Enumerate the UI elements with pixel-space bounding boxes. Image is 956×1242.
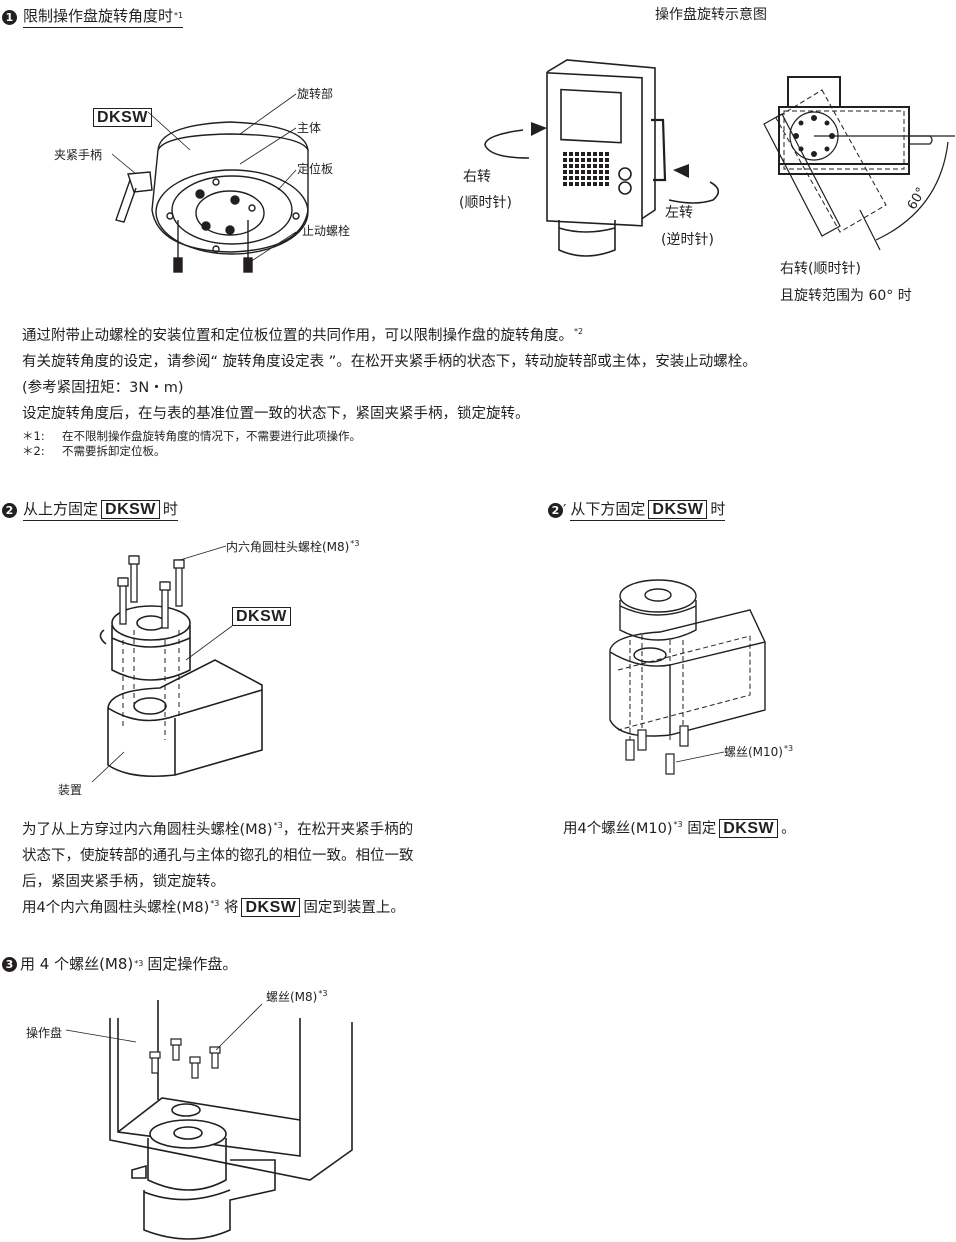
paragraph: (参考紧固扭矩：3N・m)	[22, 380, 184, 396]
step-number-badge: 2	[548, 502, 563, 518]
section3-heading: 3 用 4 个螺丝(M8)*3 固定操作盘。	[2, 954, 237, 974]
operating-panel-drawing	[484, 59, 720, 257]
section1-heading: 1 限制操作盘旋转角度时 *1	[2, 6, 184, 28]
label-socket-head-bolt-m8: 内六角圆柱头螺栓(M8)*3	[226, 539, 360, 555]
rotation-angle-figure: 60° 右转(顺时针) 且旋转范围为 60° 时	[760, 40, 956, 310]
rotary-unit-figure: DKSW 旋转部 主体 定位板 夹紧手柄 止动螺栓	[40, 80, 380, 280]
dksw-product-tag: DKSW	[232, 607, 291, 626]
paragraph: 为了从上方穿过内六角圆柱头螺栓(M8)*3，在松开夹紧手柄的	[22, 821, 414, 838]
label-main-body: 主体	[297, 121, 322, 135]
paragraph: 通过附带止动螺栓的安装位置和定位板位置的共同作用，可以限制操作盘的旋转角度。*2	[22, 327, 584, 344]
section2-heading: 2 从上方固定 DKSW 时	[2, 499, 178, 521]
footnote: ＊2:不需要拆卸定位板。	[22, 444, 166, 458]
label-left-turn-counterclockwise: (逆时针)	[661, 232, 714, 248]
dksw-product-tag: DKSW	[241, 898, 301, 917]
label-screw-m8: 螺丝(M8)*3	[266, 989, 328, 1005]
step-number-badge: 2	[2, 502, 17, 518]
rotation-diagram-caption: 操作盘旋转示意图	[655, 7, 767, 23]
paragraph: 设定旋转角度后，在与表的基准位置一致的状态下，紧固夹紧手柄，锁定旋转。	[22, 406, 530, 422]
bottom-mount-figure: 螺丝(M10)*3	[600, 540, 840, 780]
step-number-badge: 3	[2, 956, 17, 972]
section3-title: 用 4 个螺丝(M8)	[20, 955, 134, 973]
step-number-badge: 1	[2, 9, 17, 25]
paragraph: 有关旋转角度的设定，请参阅“ 旋转角度设定表 ”。在松开夹紧手柄的状态下，转动旋…	[22, 354, 757, 370]
label-right-turn: 右转	[463, 169, 491, 185]
label-left-turn: 左转	[665, 205, 693, 221]
label-range-60-caption: 且旋转范围为 60° 时	[780, 288, 912, 304]
operating-panel-figure: 右转 (顺时针) 左转 (逆时针)	[455, 50, 745, 270]
label-positioning-plate: 定位板	[297, 162, 334, 176]
bottom-mount-drawing	[609, 579, 766, 775]
dksw-product-tag: DKSW	[101, 499, 160, 519]
label-operating-panel: 操作盘	[26, 1026, 63, 1040]
panel-mount-figure: 操作盘 螺丝(M8)*3	[0, 980, 380, 1242]
dksw-product-tag: DKSW	[719, 819, 779, 838]
top-mount-drawing	[91, 545, 263, 783]
label-rotating-part: 旋转部	[297, 87, 334, 101]
dksw-product-tag: DKSW	[648, 499, 708, 519]
paragraph: 状态下，使旋转部的通孔与主体的锪孔的相位一致。相位一致	[22, 848, 414, 864]
section1-title: 限制操作盘旋转角度时	[23, 7, 174, 25]
dksw-product-tag: DKSW	[93, 108, 152, 127]
rotation-angle-drawing	[763, 76, 955, 251]
rotary-unit-drawing	[111, 93, 309, 273]
section1-body: 通过附带止动螺栓的安装位置和定位板位置的共同作用，可以限制操作盘的旋转角度。*2…	[22, 323, 757, 459]
label-screw-m10: 螺丝(M10)*3	[724, 744, 794, 760]
label-stop-bolt: 止动螺栓	[302, 224, 351, 238]
top-mount-figure: 内六角圆柱头螺栓(M8)*3 DKSW 装置	[0, 530, 420, 800]
section2-body: 为了从上方穿过内六角圆柱头螺栓(M8)*3，在松开夹紧手柄的 状态下，使旋转部的…	[22, 817, 414, 921]
section2b-heading: 2′ 从下方固定 DKSW 时	[548, 499, 726, 521]
label-clamp-handle: 夹紧手柄	[54, 148, 103, 162]
label-right-turn-clockwise: (顺时针)	[459, 195, 512, 211]
paragraph: 后，紧固夹紧手柄，锁定旋转。	[22, 874, 225, 890]
label-clockwise-caption: 右转(顺时针)	[780, 261, 861, 277]
panel-mount-drawing	[65, 1000, 353, 1240]
footnote: ＊1:在不限制操作盘旋转角度的情况下，不需要进行此项操作。	[22, 429, 361, 443]
label-device: 装置	[58, 783, 83, 797]
